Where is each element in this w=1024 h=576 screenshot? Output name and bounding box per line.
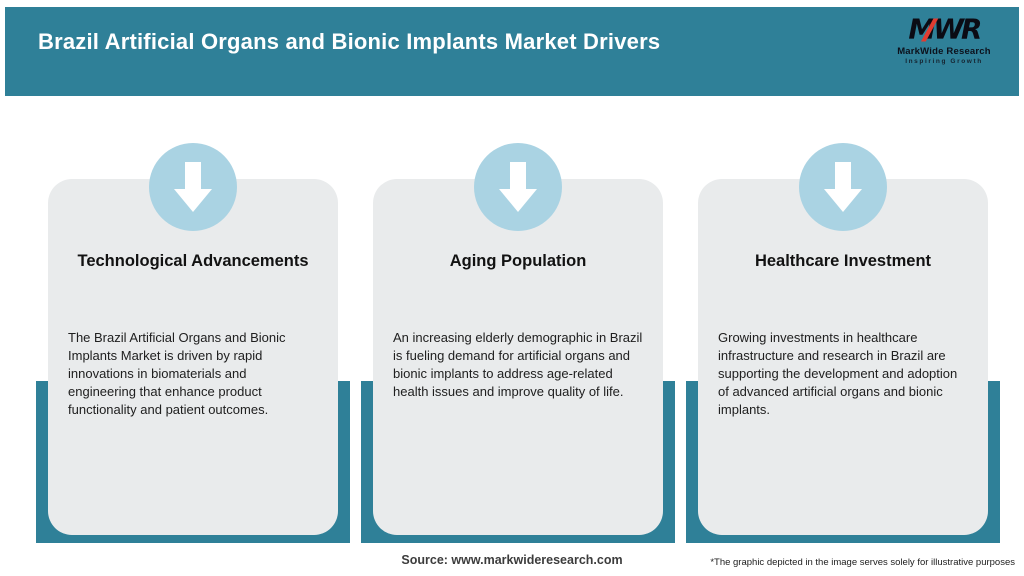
card-description: An increasing elderly demographic in Bra… (393, 330, 643, 399)
page-title: Brazil Artificial Organs and Bionic Impl… (38, 29, 661, 54)
logo-name: MarkWide Research (897, 46, 991, 57)
logo-tagline: Inspiring Growth (905, 57, 983, 65)
driver-card-aging-population: Aging Population An increasing elderly d… (361, 143, 675, 545)
card-body-panel: Aging Population An increasing elderly d… (373, 179, 663, 535)
mwr-logo-icon: MWR (908, 13, 984, 46)
source-text: Source: www.markwideresearch.com (401, 553, 623, 567)
driver-card-healthcare-investment: Healthcare Investment Growing investment… (686, 143, 1000, 545)
disclaimer-text: *The graphic depicted in the image serve… (710, 557, 1015, 568)
card-title: Aging Population (449, 252, 587, 270)
header-banner: Brazil Artificial Organs and Bionic Impl… (5, 7, 1019, 96)
svg-text:MWR: MWR (908, 13, 981, 46)
card-title: Technological Advancements (77, 252, 309, 270)
markwide-logo: MWR MarkWide Research Inspiring Growth (885, 12, 1003, 65)
card-body-panel: Technological Advancements The Brazil Ar… (48, 179, 338, 535)
driver-card-technological-advancements: Technological Advancements The Brazil Ar… (36, 143, 350, 545)
card-body-panel: Healthcare Investment Growing investment… (698, 179, 988, 535)
down-arrow-icon (474, 143, 562, 231)
card-description: Growing investments in healthcare infras… (718, 330, 958, 417)
down-arrow-icon (799, 143, 887, 231)
card-title: Healthcare Investment (754, 252, 932, 270)
down-arrow-icon (149, 143, 237, 231)
card-description: The Brazil Artificial Organs and Bionic … (68, 330, 286, 417)
